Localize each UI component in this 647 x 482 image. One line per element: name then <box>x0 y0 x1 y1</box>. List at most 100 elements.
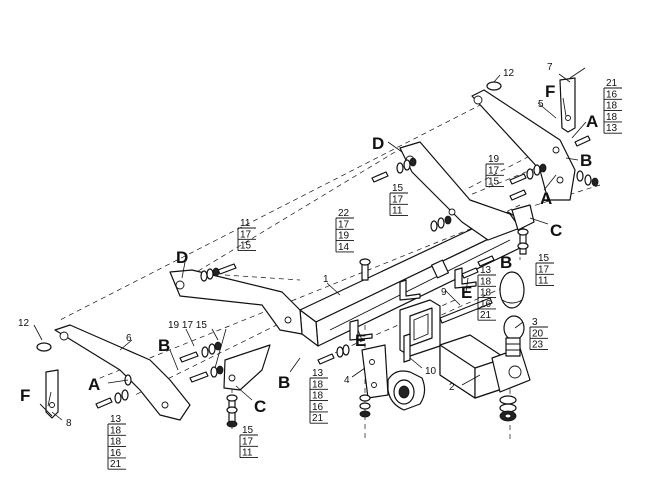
stack-number: 16 <box>480 299 492 310</box>
part-label-6: 6 <box>126 333 132 344</box>
callout-B-ball: B <box>500 253 512 272</box>
oval-washer-12-right <box>486 81 502 91</box>
stack-number: 20 <box>532 328 544 339</box>
plate-part-7 <box>559 67 586 133</box>
number-stacks: 2116181813191715151711111715221719141517… <box>107 78 622 470</box>
drawbar-part-2 <box>439 334 531 399</box>
stack-number: 11 <box>392 206 403 217</box>
stack-number: 13 <box>110 414 122 425</box>
part-labels: 1 2 4 5 6 7 8 9 10 12 12 <box>18 62 553 429</box>
stack-number: 15 <box>538 253 550 264</box>
stack-number: 18 <box>480 276 492 287</box>
stack-number: 13 <box>312 368 324 379</box>
stack-number: 17 <box>338 219 350 230</box>
stack-number: 18 <box>110 425 122 436</box>
stack-number: 3 <box>532 317 538 328</box>
leader-lines <box>33 73 587 421</box>
stack-number: 15 <box>240 241 252 252</box>
stack-number: 17 <box>538 264 550 275</box>
stack-number: 11 <box>242 448 253 459</box>
stack-number: 18 <box>312 379 324 390</box>
stack-number: 16 <box>312 402 324 413</box>
callout-C-right: C <box>550 221 562 240</box>
stack-number: 15 <box>242 425 254 436</box>
stack-number: 17 <box>240 229 252 240</box>
stack-number: 19 <box>488 154 500 165</box>
stack-number: 19 17 15 <box>168 320 207 331</box>
stack-number: 14 <box>338 242 350 253</box>
part-label-8: 8 <box>66 418 72 429</box>
number-stack-s-19-17-15-left: 19 17 15 <box>168 320 207 331</box>
plate-part-8 <box>39 369 59 419</box>
part-label-2: 2 <box>449 382 455 393</box>
stack-number: 19 <box>338 231 350 242</box>
stack-number: 21 <box>480 310 492 321</box>
stack-number: 18 <box>606 112 618 123</box>
callout-F-right: F <box>545 82 555 101</box>
stack-number: 21 <box>312 413 324 424</box>
bracket-right-upper <box>399 141 521 241</box>
stack-number: 13 <box>480 265 492 276</box>
callout-B-top-right: B <box>580 151 592 170</box>
part-label-4: 4 <box>344 375 350 386</box>
stack-number: 15 <box>488 177 500 188</box>
stack-number: 21 <box>110 459 122 470</box>
callout-E-right: E <box>461 283 472 302</box>
stack-number: 18 <box>606 101 618 112</box>
callout-A-right: A <box>540 189 552 208</box>
part-label-1: 1 <box>323 274 329 285</box>
oval-washer-12-left <box>36 342 52 352</box>
stack-number: 18 <box>110 437 122 448</box>
stack-number: 21 <box>606 78 618 89</box>
part-label-7: 7 <box>547 62 553 73</box>
bracket-c-left <box>223 344 271 391</box>
callout-B-mid: B <box>278 373 290 392</box>
callout-D-left: D <box>176 248 188 267</box>
stack-number: 23 <box>532 340 544 351</box>
stack-number: 22 <box>338 208 350 219</box>
part-label-12-left: 12 <box>18 318 30 329</box>
callout-A-left: A <box>88 375 100 394</box>
letter-callouts: A B A C D D B E E B A C B F F <box>20 82 598 416</box>
bracket-c-right <box>511 204 535 231</box>
side-bracket-part-5 <box>471 89 576 201</box>
bracket-left-upper <box>169 269 303 335</box>
socket-bracket-part-4 <box>361 344 389 399</box>
part-label-9: 9 <box>441 287 447 298</box>
stack-number: 16 <box>110 448 122 459</box>
callout-A-top-right: A <box>586 112 598 131</box>
part-label-5: 5 <box>538 99 544 110</box>
stack-number: 11 <box>538 276 549 287</box>
e-clips <box>349 267 477 341</box>
stack-number: 13 <box>606 123 618 134</box>
stack-number: 17 <box>242 436 254 447</box>
part-label-12-right: 12 <box>503 68 515 79</box>
stack-number: 11 <box>240 218 251 229</box>
electric-socket <box>387 370 426 411</box>
callout-F-left: F <box>20 386 30 405</box>
nut-washer-stack-bottom-right <box>499 395 517 422</box>
stack-number: 18 <box>312 391 324 402</box>
callout-D-right: D <box>372 134 384 153</box>
receiver-part-10 <box>399 299 441 363</box>
stack-number: 17 <box>488 165 500 176</box>
stack-number: 17 <box>392 194 404 205</box>
callout-E-mid: E <box>355 331 366 350</box>
tow-ball <box>499 271 525 357</box>
callout-C-left: C <box>254 397 266 416</box>
part-label-10: 10 <box>425 366 437 377</box>
stack-number: 16 <box>606 89 618 100</box>
